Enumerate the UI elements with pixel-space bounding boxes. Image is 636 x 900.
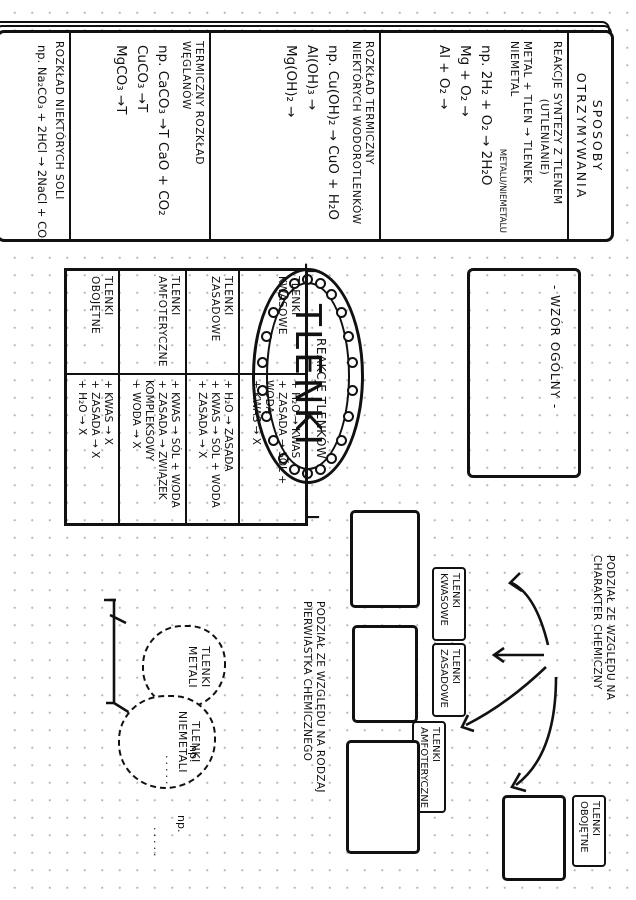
reactions-table-block: REAKCJE TLENKÓW ⊥ ⊥ TLENKI KWASOWE + H₂O… <box>62 262 328 526</box>
oval-dot <box>342 330 354 342</box>
carbonates-section: TERMICZNY ROZKŁAD WĘGLANÓW np. CaCO₃ →T … <box>71 33 211 239</box>
reactions-table: TLENKI KWASOWE + H₂O → KWAS + ZASADA → S… <box>64 268 308 526</box>
synthesis-rule: METAL + TLEN → TLENEK <box>521 41 533 184</box>
oval-dot <box>326 289 338 301</box>
reaction-items: + KWAS → X + ZASADA → X + H₂O → X <box>65 374 120 525</box>
synthesis-rule-note: METALU/NIEMETALU <box>497 148 507 233</box>
label-obojetne: TLENKI OBOJĘTNE <box>572 795 606 867</box>
table-row: TLENKI KWASOWE + H₂O → KWAS + ZASADA → S… <box>238 269 307 525</box>
carbonates-eq3: MgCO₃ →T <box>113 45 129 115</box>
reaction-kind: TLENKI AMFOTERYCZNE <box>119 269 187 374</box>
box-zasadowe <box>352 625 418 723</box>
hydroxides-eq3: Mg(OH)₂ → <box>283 45 299 118</box>
salts-heading: ROZKŁAD NIEKTÓRYCH SOLI <box>53 41 65 200</box>
synthesis-eq2: Mg + O₂ → <box>457 45 473 117</box>
reaction-item: + H₂O → X <box>76 380 89 436</box>
general-formula-box: - WZÓR OGÓLNY - <box>467 268 581 478</box>
reaction-kind: TLENKI KWASOWE <box>238 269 307 374</box>
general-formula-label: - WZÓR OGÓLNY - <box>548 285 562 410</box>
reaction-item: + ZASADA → X <box>89 380 102 459</box>
synthesis-section: REAKCJE SYNTEZY Z TLENEM (UTLENIANIE) ME… <box>381 33 569 239</box>
hydroxides-eq2: Al(OH)₃ → <box>304 45 320 111</box>
arrow-head <box>460 714 475 733</box>
reaction-item: + H₂O → ZASADA <box>221 380 234 472</box>
character-arrows <box>460 572 558 793</box>
reaction-items: + H₂O → KWAS + ZASADA → SÓL + WODA + KWA… <box>238 374 307 525</box>
reaction-kind: TLENKI OBOJĘTNE <box>65 269 120 374</box>
reaction-kind: TLENKI ZASADOWE <box>186 269 239 374</box>
table-row: TLENKI AMFOTERYCZNE + KWAS → SÓL + WODA … <box>119 269 187 525</box>
reaction-items: + H₂O → ZASADA + KWAS → SÓL + WODA + ZAS… <box>186 374 239 525</box>
reaction-item: + ZASADA → X <box>195 380 208 459</box>
reaction-item: + ZASADA → SÓL + WODA <box>263 380 288 485</box>
table-row: TLENKI ZASADOWE + H₂O → ZASADA + KWAS → … <box>186 269 239 525</box>
reaction-item: + KWAS → X <box>250 380 262 445</box>
synthesis-rule2: NIEMETAL <box>508 41 520 97</box>
label-zasadowe: TLENKI ZASADOWE <box>432 643 466 717</box>
reaction-item: + ZASADA → ZWIĄZEK KOMPLEKSOWY <box>143 380 169 500</box>
np-dots-nonmetal: ..... <box>151 827 164 860</box>
hydroxides-section: ROZKŁAD TERMICZNY NIEKTÓRYCH WODOROTLENK… <box>211 33 381 239</box>
box-obojetne <box>502 795 566 881</box>
carbonates-heading: TERMICZNY ROZKŁAD WĘGLANÓW <box>180 41 205 165</box>
hydroxides-heading: ROZKŁAD TERMICZNY NIEKTÓRYCH WODOROTLENK… <box>350 41 375 225</box>
oval-dot <box>336 307 348 319</box>
branch-metal <box>109 613 127 625</box>
oval-dot <box>346 357 358 369</box>
box-kwasowe <box>350 510 420 608</box>
label-kwasowe: TLENKI KWASOWE <box>432 567 466 641</box>
reaction-item: + KWAS → X <box>102 380 115 445</box>
arrow-head <box>507 572 523 593</box>
synthesis-eq3: Al + O₂ → <box>436 45 452 110</box>
obtaining-header: SPOSOBY OTRZYMYWANIA <box>569 33 611 239</box>
np-label-nonmetal: np. <box>175 815 188 833</box>
obtaining-frame: SPOSOBY OTRZYMYWANIA REAKCJE SYNTEZY Z T… <box>0 30 614 242</box>
arrow-head <box>491 646 505 664</box>
reaction-item: + KWAS → SÓL + WODA <box>208 380 221 508</box>
arrow-head <box>510 772 527 793</box>
element-division: PODZIAŁ ZE WZGLĘDU NA RODZAJ PIERWIASTKA… <box>66 595 326 895</box>
np-dots-metal: ..... <box>163 755 176 788</box>
reaction-items: + KWAS → SÓL + WODA + ZASADA → ZWIĄZEK K… <box>119 374 187 525</box>
carbonates-eq1: np. CaCO₃ →T CaO + CO₂ <box>155 45 171 216</box>
box-amfoteryczne <box>346 740 420 854</box>
salts-section: ROZKŁAD NIEKTÓRYCH SOLI np. Na₂CO₃ + 2HC… <box>0 33 71 242</box>
synthesis-heading: REAKCJE SYNTEZY Z TLENEM <box>551 41 563 205</box>
arrow-to-amfoteryczne <box>465 666 547 727</box>
carbonates-eq2: CuCO₃ →T <box>134 45 150 113</box>
salts-eq1: np. Na₂CO₃ + 2HCl → 2NaCl + CO₂ + H₂O <box>35 45 49 242</box>
np-label-metal: np. <box>187 745 200 763</box>
reaction-item: + KWAS → SÓL + WODA <box>169 380 182 508</box>
oval-dot <box>346 384 358 396</box>
oval-dot <box>336 434 348 446</box>
arrow-to-kwasowe <box>511 581 550 646</box>
table-row: TLENKI OBOJĘTNE + KWAS → X + ZASADA → X … <box>65 269 120 525</box>
reaction-item: + WODA → X <box>130 380 143 449</box>
hydroxides-eq1: np. Cu(OH)₂ → CuO + H₂O <box>325 45 341 220</box>
synthesis-eq1: np. 2H₂ + O₂ → 2H₂O <box>478 45 494 186</box>
character-division: PODZIAŁ ZE WZGLĘDU NA CHARAKTER CHEMICZN… <box>336 510 616 895</box>
arrow-to-obojetne <box>515 676 558 787</box>
oval-dot <box>342 411 354 423</box>
obtaining-title: SPOSOBY OTRZYMYWANIA <box>574 72 605 200</box>
obtaining-panel: SPOSOBY OTRZYMYWANIA REAKCJE SYNTEZY Z T… <box>0 21 614 242</box>
reactions-title: REAKCJE TLENKÓW <box>314 338 328 460</box>
reaction-item: + H₂O → KWAS <box>289 380 301 459</box>
synthesis-subheading: (UTLENIANIE) <box>538 98 550 176</box>
